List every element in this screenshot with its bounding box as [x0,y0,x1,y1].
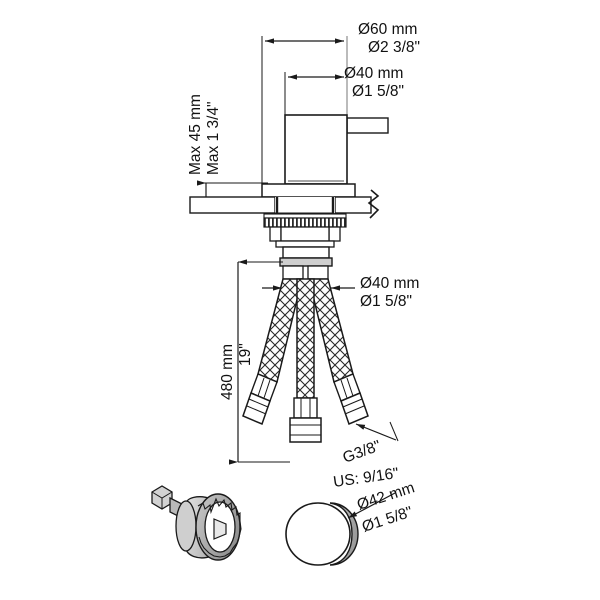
hose-fitting-right [333,373,369,426]
label-max-mm: Max 45 mm [187,94,204,175]
hose-right [308,278,354,384]
label-length-mm: 480 mm [219,344,236,400]
label-dia60-in: Ø2 3/8" [368,39,420,56]
label-hose-dia-in: Ø1 5/8" [360,293,412,310]
counter-top [189,189,380,219]
label-thread-g: G3/8" [341,437,384,466]
label-length-in: 19" [237,343,254,366]
hole-saw [151,485,242,561]
label-dia40-mm: Ø40 mm [344,65,403,82]
dimension-thread [355,421,399,442]
hose-left [257,278,303,384]
label-dia60-mm: Ø60 mm [358,21,417,38]
lock-nut [263,213,347,228]
tap-body [284,114,348,185]
label-dia40-in: Ø1 5/8" [352,83,404,100]
hose-center [296,278,315,399]
dimension-holesaw-dia [347,492,396,519]
hose-fitting-center [289,397,322,443]
hose-ferrules-top [282,265,329,280]
break-line [367,189,380,219]
hose-collar [279,257,333,267]
dimension-hose-length [229,259,290,465]
label-max-in: Max 1 3/4" [205,101,222,175]
tap-lever [346,117,389,134]
label-hose-dia-mm: Ø40 mm [360,275,419,292]
tap-shank [275,197,335,216]
hose-fitting-left [242,373,278,426]
mounting-base [261,183,356,198]
cut-plug [285,502,359,566]
stud-bracket [269,226,341,259]
dimension-dia40-top [284,72,348,118]
